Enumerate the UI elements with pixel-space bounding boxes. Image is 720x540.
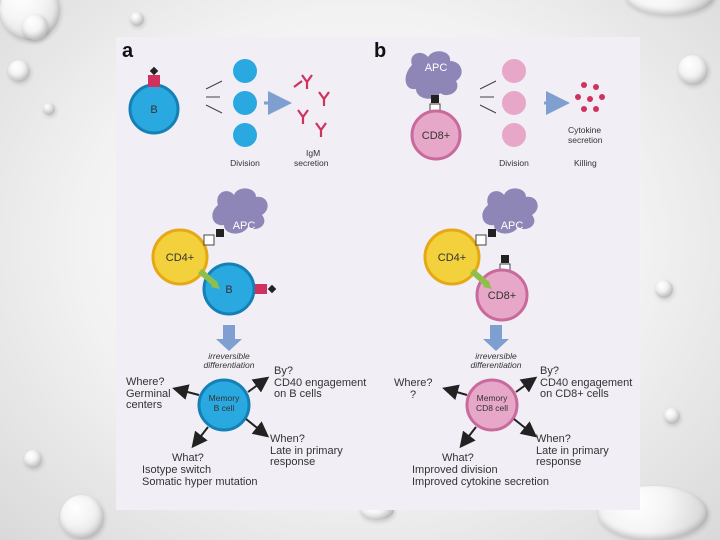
water-drop — [60, 495, 104, 539]
what-answer-1: Improved division — [412, 464, 498, 476]
memory-cd8-cell — [465, 378, 519, 432]
apc-cell — [405, 51, 462, 99]
apc-label: APC — [501, 220, 524, 232]
memory-b-cell — [197, 378, 251, 432]
irreversible-label-2: differentiation — [470, 360, 521, 370]
by-answer-2: on B cells — [274, 388, 322, 400]
water-drop — [8, 60, 30, 82]
where-question: Where? — [126, 376, 165, 388]
antigen-icon — [149, 66, 159, 76]
irreversible-label-2: differentiation — [203, 360, 254, 370]
igm-label-2: secretion — [294, 158, 329, 168]
irreversible-label-1: irreversible — [208, 351, 250, 361]
what-answer-2: Improved cytokine secretion — [412, 476, 549, 488]
water-drop — [130, 12, 144, 26]
b-cell-2-receptor — [255, 284, 267, 294]
cd8-2-label: CD8+ — [488, 290, 516, 302]
mhc-icon — [501, 255, 509, 263]
when-answer-1: Late in primary — [270, 445, 343, 457]
mhc-icon — [431, 95, 439, 103]
divided-cd8-cell — [502, 91, 526, 115]
help-arrowhead — [483, 280, 492, 289]
cd4-label: CD4+ — [438, 252, 466, 264]
mhc-icon — [488, 229, 496, 237]
b-cell-2-label: B — [225, 284, 232, 296]
memory-label-1: Memory — [209, 393, 240, 403]
divided-b-cell — [233, 123, 257, 147]
memory-arrows — [442, 376, 538, 449]
divided-cd8-cell — [502, 59, 526, 83]
where-answer: ? — [410, 389, 416, 401]
by-answer-2: on CD8+ cells — [540, 388, 609, 400]
panel-a-letter: a — [122, 40, 134, 62]
apc-label: APC — [233, 220, 256, 232]
b-cell-receptor — [148, 75, 160, 87]
divided-b-cell — [233, 91, 257, 115]
what-question: What? — [172, 452, 204, 464]
divided-b-cell — [233, 59, 257, 83]
help-arrow — [198, 268, 218, 288]
igm-label-1: IgM — [306, 148, 320, 158]
water-drop — [24, 450, 42, 468]
memory-label-1: Memory — [477, 393, 508, 403]
cd8-cell — [410, 109, 462, 161]
what-answer-2: Somatic hyper mutation — [142, 476, 258, 488]
apc-cell — [482, 188, 538, 234]
cd4-label: CD4+ — [166, 252, 194, 264]
divided-cd8-cell — [502, 123, 526, 147]
b-cell-label: B — [150, 104, 157, 116]
differentiation-arrow — [216, 325, 242, 351]
water-drop — [664, 408, 680, 424]
cd4-cell — [151, 228, 209, 286]
where-answer-1: Germinal — [126, 388, 171, 400]
when-answer-2: response — [536, 456, 581, 468]
b-cell-2 — [202, 262, 256, 316]
division-lines — [205, 80, 223, 114]
cytokine-label-2: secretion — [568, 135, 603, 145]
by-answer-1: CD40 engagement — [274, 377, 366, 389]
help-arrowhead — [211, 280, 220, 289]
memory-label-2: CD8 cell — [476, 403, 508, 413]
cytokine-label-1: Cytokine — [568, 125, 601, 135]
where-question: Where? — [394, 377, 433, 389]
memory-label-2: B cell — [214, 403, 235, 413]
tcr-receptor — [203, 234, 215, 246]
what-question: What? — [442, 452, 474, 464]
cytokine-dots — [575, 82, 605, 112]
by-question: By? — [540, 365, 559, 377]
division-lines — [479, 80, 497, 114]
where-answer-2: centers — [126, 399, 163, 411]
irreversible-label-1: irreversible — [475, 351, 517, 361]
water-drop — [655, 280, 673, 298]
killing-label: Killing — [574, 158, 597, 168]
what-answer-1: Isotype switch — [142, 464, 211, 476]
tcr-receptor — [475, 234, 487, 246]
panel-b-letter: b — [374, 40, 386, 62]
cd4-cell — [423, 228, 481, 286]
when-question: When? — [270, 433, 305, 445]
by-question: By? — [274, 365, 293, 377]
water-drop — [43, 103, 55, 115]
when-answer-1: Late in primary — [536, 445, 609, 457]
division-label: Division — [499, 158, 529, 168]
water-drop — [625, 0, 715, 15]
when-question: When? — [536, 433, 571, 445]
water-drop — [22, 14, 48, 40]
water-drop — [678, 55, 708, 85]
by-answer-1: CD40 engagement — [540, 377, 632, 389]
igm-antibodies — [293, 74, 330, 137]
diagram-svg: a B Division IgM secretion APC CD4+ B ir… — [122, 40, 632, 488]
help-arrow — [470, 268, 490, 288]
apc-cell — [212, 188, 268, 234]
when-answer-2: response — [270, 456, 315, 468]
cd8-label: CD8+ — [422, 130, 450, 142]
memory-arrows — [172, 376, 270, 449]
differentiation-arrow — [483, 325, 509, 351]
immunology-figure: a B Division IgM secretion APC CD4+ B ir… — [116, 37, 640, 510]
division-label: Division — [230, 158, 260, 168]
antigen-icon — [267, 284, 277, 294]
apc-top-label: APC — [425, 62, 448, 74]
mhc-icon — [216, 229, 224, 237]
